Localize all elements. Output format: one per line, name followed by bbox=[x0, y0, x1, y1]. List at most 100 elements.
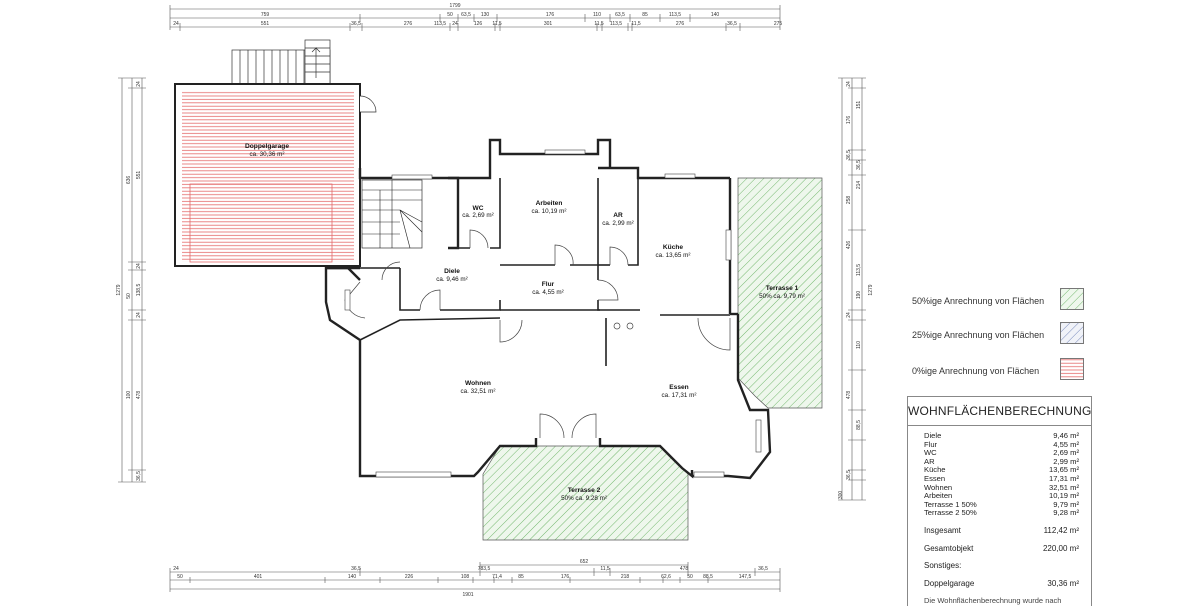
room-name: Terrasse 2 bbox=[568, 487, 601, 494]
room-area: 50% ca. 9,79 m² bbox=[759, 293, 805, 300]
dim-bottom-inner: 88,5 bbox=[703, 574, 713, 580]
room-name: Doppelgarage bbox=[245, 143, 289, 150]
dimension-lines-top bbox=[169, 5, 781, 31]
dim-bottom-inner: 401 bbox=[254, 574, 263, 580]
total-label: Insgesamt bbox=[924, 525, 961, 535]
dim-left-inner: 100 bbox=[126, 391, 132, 400]
area-row-value: 13,65 m² bbox=[1049, 465, 1079, 475]
room-area: ca. 9,46 m² bbox=[436, 276, 468, 283]
legend-label: 25%ige Anrechnung von Flächen bbox=[912, 330, 1045, 340]
dim-top-inner: 551 bbox=[261, 21, 270, 27]
dim-right-mid: 176 bbox=[846, 116, 852, 125]
dim-top-mid: 176 bbox=[546, 12, 555, 18]
area-row-value: 9,28 m² bbox=[1053, 508, 1079, 518]
dim-bottom-inner: 176 bbox=[561, 574, 570, 580]
dim-right-inner: 258 bbox=[846, 196, 852, 205]
dim-right-mid: 151 bbox=[856, 101, 862, 110]
area-row-label: Flur bbox=[924, 439, 938, 449]
area-row-value: 17,31 m² bbox=[1049, 473, 1079, 483]
garage-label: Doppelgarage bbox=[924, 578, 975, 588]
dim-right-mid: 113,5 bbox=[856, 264, 862, 276]
room-area: ca. 32,51 m² bbox=[461, 388, 496, 395]
dim-top-inner: 113,5 bbox=[434, 21, 446, 27]
dim-top-mid: 50 bbox=[447, 12, 453, 18]
dim-bottom-mid: 24 bbox=[173, 566, 179, 572]
room-area: 50% ca. 9,28 m² bbox=[561, 495, 607, 502]
area-row-value: 2,69 m² bbox=[1053, 448, 1079, 458]
dim-bottom-inner: 226 bbox=[405, 574, 414, 580]
dim-left-overall: 1279 bbox=[116, 284, 122, 295]
dim-top-overall: 1799 bbox=[449, 3, 460, 9]
area-row-value: 32,51 m² bbox=[1049, 482, 1079, 492]
dim-bottom-inner: 108 bbox=[461, 574, 470, 580]
dim-right-mid: 300 bbox=[838, 491, 844, 500]
dim-top-inner: 36,5 bbox=[727, 21, 737, 27]
dim-top-mid: 759 bbox=[261, 12, 270, 18]
area-row-label: WC bbox=[924, 448, 937, 458]
dim-bottom-mid: 783,5 bbox=[478, 566, 491, 572]
dim-right-mid: 88,5 bbox=[856, 420, 862, 430]
dim-left-mid: 50 bbox=[126, 293, 132, 299]
area-row: Wohnen 32,51 m² bbox=[924, 482, 1079, 493]
dim-bottom-total-top: 652 bbox=[580, 559, 589, 565]
dim-top-mid: 113,5 bbox=[669, 12, 681, 18]
dim-top-mid: 140 bbox=[711, 12, 720, 18]
dim-bottom-mid: 36,5 bbox=[758, 566, 768, 572]
total-row: Insgesamt 112,42 m² bbox=[924, 525, 1079, 536]
area-row-label: Terrasse 1 50% bbox=[924, 499, 977, 509]
dim-top-inner: 276 bbox=[404, 21, 413, 27]
room-name: Arbeiten bbox=[536, 200, 563, 207]
dim-bottom-inner: 50 bbox=[687, 574, 693, 580]
dim-top-inner: 24 bbox=[452, 21, 458, 27]
room-name: Küche bbox=[663, 244, 683, 251]
area-row-label: Wohnen bbox=[924, 482, 953, 492]
room-name: Essen bbox=[669, 384, 688, 391]
dim-top-mid: 63,5 bbox=[461, 12, 471, 18]
dim-right-inner: 36,5 bbox=[856, 160, 862, 170]
room-area: ca. 4,55 m² bbox=[532, 289, 564, 296]
dim-left-mid: 24 bbox=[136, 81, 142, 87]
area-row-value: 9,46 m² bbox=[1053, 431, 1079, 440]
dim-right-mid: 190 bbox=[856, 291, 862, 300]
area-row-value: 10,19 m² bbox=[1049, 491, 1079, 501]
dim-top-inner: 301 bbox=[544, 21, 553, 27]
dim-right-mid: 36,5 bbox=[846, 470, 852, 480]
room-area: ca. 30,36 m² bbox=[250, 151, 285, 158]
area-row: Terrasse 1 50%9,79 m² bbox=[924, 499, 1079, 510]
dim-top-mid: 110 bbox=[593, 12, 601, 18]
windows bbox=[344, 149, 762, 478]
room-name: Wohnen bbox=[465, 380, 491, 387]
dim-left-mid: 24 bbox=[136, 263, 142, 269]
dim-left-mid: 551 bbox=[136, 171, 142, 180]
dimension-lines-right bbox=[838, 77, 866, 501]
dim-top-inner: 126 bbox=[474, 21, 483, 27]
dimension-lines-left bbox=[118, 77, 146, 483]
dim-bottom-inner: 71,4 bbox=[492, 574, 502, 580]
area-row-label: Diele bbox=[924, 431, 942, 440]
object-value: 220,00 m² bbox=[1042, 543, 1079, 553]
dim-top-inner: 11,5 bbox=[594, 21, 604, 27]
room-area: ca. 2,99 m² bbox=[602, 220, 634, 227]
dim-top-inner: 275 bbox=[774, 21, 783, 27]
legend-swatch-green bbox=[1060, 288, 1084, 310]
total-value: 112,42 m² bbox=[1043, 525, 1079, 535]
dim-top-inner: 11,5 bbox=[631, 21, 641, 27]
room-area: ca. 13,65 m² bbox=[656, 252, 691, 259]
garage: Doppelgarage ca. 30,36 m² bbox=[174, 83, 377, 267]
dim-bottom-inner: 147,5 bbox=[739, 574, 752, 580]
dim-bottom-mid: 36,5 bbox=[351, 566, 361, 572]
room-name: Flur bbox=[542, 281, 555, 288]
room-area: ca. 17,31 m² bbox=[662, 392, 697, 399]
dim-top-mid: 85 bbox=[642, 12, 648, 18]
room-name: Diele bbox=[444, 268, 460, 275]
dim-top-inner: 113,5 bbox=[610, 21, 622, 27]
dim-top-mid: 63,5 bbox=[615, 12, 625, 18]
room-name: Terrasse 1 bbox=[766, 285, 799, 292]
dim-left-mid: 138,5 bbox=[136, 284, 142, 297]
